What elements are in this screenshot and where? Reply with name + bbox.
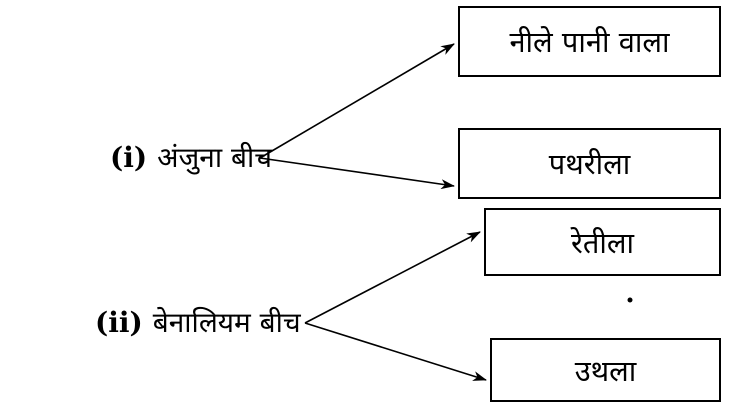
group-name: बेनालियम बीच: [152, 306, 301, 339]
feature-box: रेतीला: [484, 208, 721, 276]
group-number: (ii): [95, 306, 143, 339]
group-name: अंजुना बीच: [157, 141, 273, 174]
arrow-benaulim-shallow: [304, 322, 487, 381]
feature-box: पथरीला: [458, 128, 721, 199]
arrow-anjuna-blue-water: [259, 43, 455, 159]
group-number: (i): [110, 141, 148, 174]
group-label-anjuna: (i) अंजुना बीच: [110, 138, 272, 176]
feature-box: नीले पानी वाला: [458, 6, 721, 77]
stray-dot: [627, 297, 633, 303]
group-label-benaulim: (ii) बेनालियम बीच: [95, 303, 301, 341]
arrow-benaulim-sandy: [304, 231, 481, 324]
arrow-anjuna-rocky: [259, 157, 455, 190]
feature-box: उथला: [490, 338, 721, 402]
